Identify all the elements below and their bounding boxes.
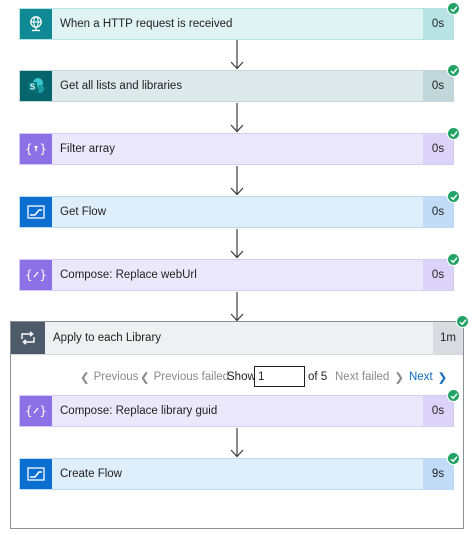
step-title: When a HTTP request is received: [60, 18, 233, 30]
step-title: Create Flow: [60, 468, 122, 480]
arrow-down-icon: [230, 103, 244, 133]
step-compose-library-guid[interactable]: { } Compose: Replace library guid 0s: [19, 395, 454, 427]
svg-text:S: S: [30, 83, 36, 92]
previous-label: Previous: [93, 371, 139, 383]
loop-duration: 1m: [433, 322, 463, 354]
arrow-down-icon: [230, 292, 244, 322]
step-title: Compose: Replace webUrl: [60, 269, 197, 281]
step-duration: 0s: [423, 134, 453, 164]
loop-title: Apply to each Library: [53, 332, 162, 344]
next-failed-button[interactable]: Next failed ❯: [335, 366, 404, 388]
success-check-icon: [456, 315, 469, 328]
iteration-pager: ❮ Previous ❮ Previous failed Show of 5 N…: [0, 366, 474, 388]
step-filter-array[interactable]: { } Filter array 0s: [19, 133, 454, 165]
globe-request-icon: [20, 9, 52, 39]
previous-failed-label: Previous failed: [153, 371, 230, 383]
arrow-down-icon: [230, 428, 244, 458]
loop-header[interactable]: Apply to each Library 1m: [11, 322, 463, 355]
step-compose-weburl[interactable]: { } Compose: Replace webUrl 0s: [19, 259, 454, 291]
success-check-icon: [447, 452, 460, 465]
arrow-down-icon: [230, 166, 244, 196]
flow-icon: [20, 197, 52, 227]
previous-failed-button[interactable]: ❮ Previous failed: [140, 366, 229, 388]
success-check-icon: [447, 253, 460, 266]
iteration-number-input[interactable]: [254, 366, 305, 387]
compose-braces-icon: { }: [20, 396, 52, 426]
success-check-icon: [447, 64, 460, 77]
step-duration: 0s: [423, 71, 453, 101]
step-title: Compose: Replace library guid: [60, 405, 218, 417]
chevron-left-icon: ❮: [140, 372, 150, 384]
success-check-icon: [447, 389, 460, 402]
success-check-icon: [447, 127, 460, 140]
next-label: Next: [409, 371, 433, 383]
next-button[interactable]: Next ❯: [409, 366, 447, 388]
arrow-down-icon: [230, 40, 244, 70]
loop-icon: [11, 322, 45, 354]
compose-braces-icon: { }: [20, 260, 52, 290]
sharepoint-icon: S: [20, 71, 52, 101]
step-title: Get Flow: [60, 206, 107, 218]
step-title: Get all lists and libraries: [60, 80, 183, 92]
success-check-icon: [447, 190, 460, 203]
step-http-trigger[interactable]: When a HTTP request is received 0s: [19, 8, 454, 40]
chevron-right-icon: ❯: [437, 372, 448, 384]
step-duration: 0s: [423, 260, 453, 290]
filter-braces-icon: { }: [20, 134, 52, 164]
next-failed-label: Next failed: [335, 371, 390, 383]
flow-icon: [20, 459, 52, 489]
chevron-right-icon: ❯: [394, 372, 404, 384]
step-duration: 9s: [423, 459, 453, 489]
step-title: Filter array: [60, 143, 115, 155]
step-duration: 0s: [423, 197, 453, 227]
step-get-flow[interactable]: Get Flow 0s: [19, 196, 454, 228]
step-duration: 0s: [423, 9, 453, 39]
step-create-flow[interactable]: Create Flow 9s: [19, 458, 454, 490]
success-check-icon: [447, 2, 460, 15]
arrow-down-icon: [230, 229, 244, 259]
previous-button[interactable]: ❮ Previous: [80, 366, 138, 388]
step-duration: 0s: [423, 396, 453, 426]
show-label: Show: [227, 371, 256, 383]
chevron-left-icon: ❮: [80, 372, 90, 384]
step-get-lists[interactable]: S Get all lists and libraries 0s: [19, 70, 454, 102]
page-count-label: of 5: [308, 371, 328, 383]
